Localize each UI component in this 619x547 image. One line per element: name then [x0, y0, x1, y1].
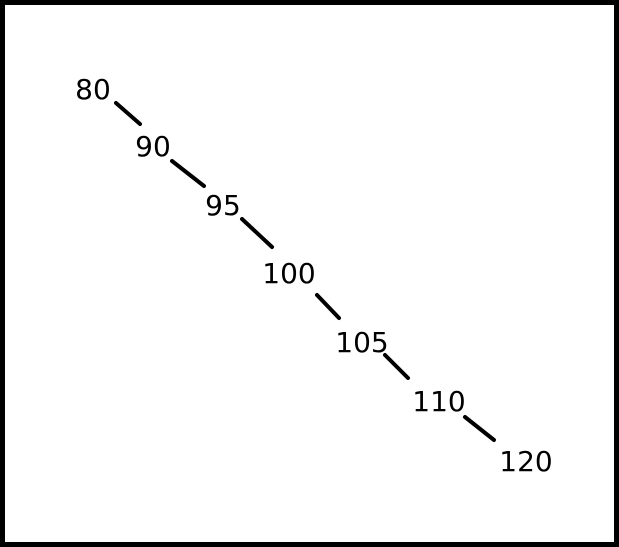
node-110: 110: [412, 385, 465, 418]
node-90: 90: [135, 130, 171, 163]
edge-105-110: [383, 353, 410, 380]
node-80: 80: [75, 73, 111, 106]
edge-80-90: [114, 101, 142, 126]
node-120: 120: [499, 445, 552, 478]
edge-100-105: [315, 293, 341, 320]
node-95: 95: [205, 189, 241, 222]
node-100: 100: [262, 257, 315, 290]
edge-110-120: [463, 415, 496, 442]
edge-90-95: [170, 159, 206, 188]
node-105: 105: [335, 326, 388, 359]
edge-95-100: [240, 217, 274, 249]
